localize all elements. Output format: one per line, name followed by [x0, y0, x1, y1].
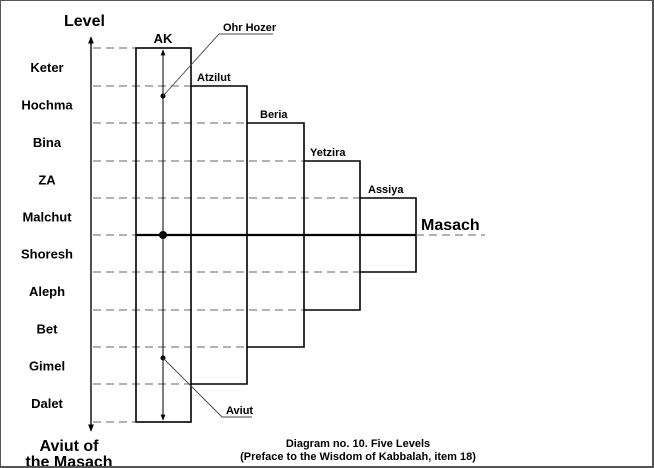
level-label-malchut: Malchut — [22, 210, 72, 225]
aviut-axis-label-1: Aviut of — [40, 438, 100, 455]
world-label-atzilut: Atzilut — [197, 72, 231, 84]
level-label-za: ZA — [38, 173, 56, 188]
level-label-aleph: Aleph — [29, 284, 65, 299]
level-label-bet: Bet — [37, 322, 59, 337]
ohr-hozer-label: Ohr Hozer — [223, 22, 277, 34]
level-label-dalet: Dalet — [31, 396, 63, 411]
level-label-gimel: Gimel — [29, 359, 65, 374]
aviut-leader — [162, 357, 252, 418]
masach-point — [159, 231, 167, 239]
level-label-bina: Bina — [33, 135, 62, 150]
ohr-hozer-leader — [162, 33, 273, 97]
caption-title: Diagram no. 10. Five Levels — [286, 438, 430, 450]
world-label-beria: Beria — [260, 109, 288, 121]
level-label-keter: Keter — [30, 60, 63, 75]
caption-source: (Preface to the Wisdom of Kabbalah, item… — [240, 451, 476, 463]
world-label-assiya: Assiya — [368, 184, 404, 196]
level-axis-label: Level — [64, 13, 105, 30]
world-label-yetzira: Yetzira — [310, 147, 346, 159]
level-label-shoresh: Shoresh — [21, 247, 73, 262]
level-label-hochma: Hochma — [21, 98, 73, 113]
aviut-label: Aviut — [226, 405, 253, 417]
masach-label: Masach — [421, 217, 480, 234]
aviut-axis-label-2: the Masach — [25, 454, 112, 468]
world-label-ak: AK — [154, 31, 173, 46]
